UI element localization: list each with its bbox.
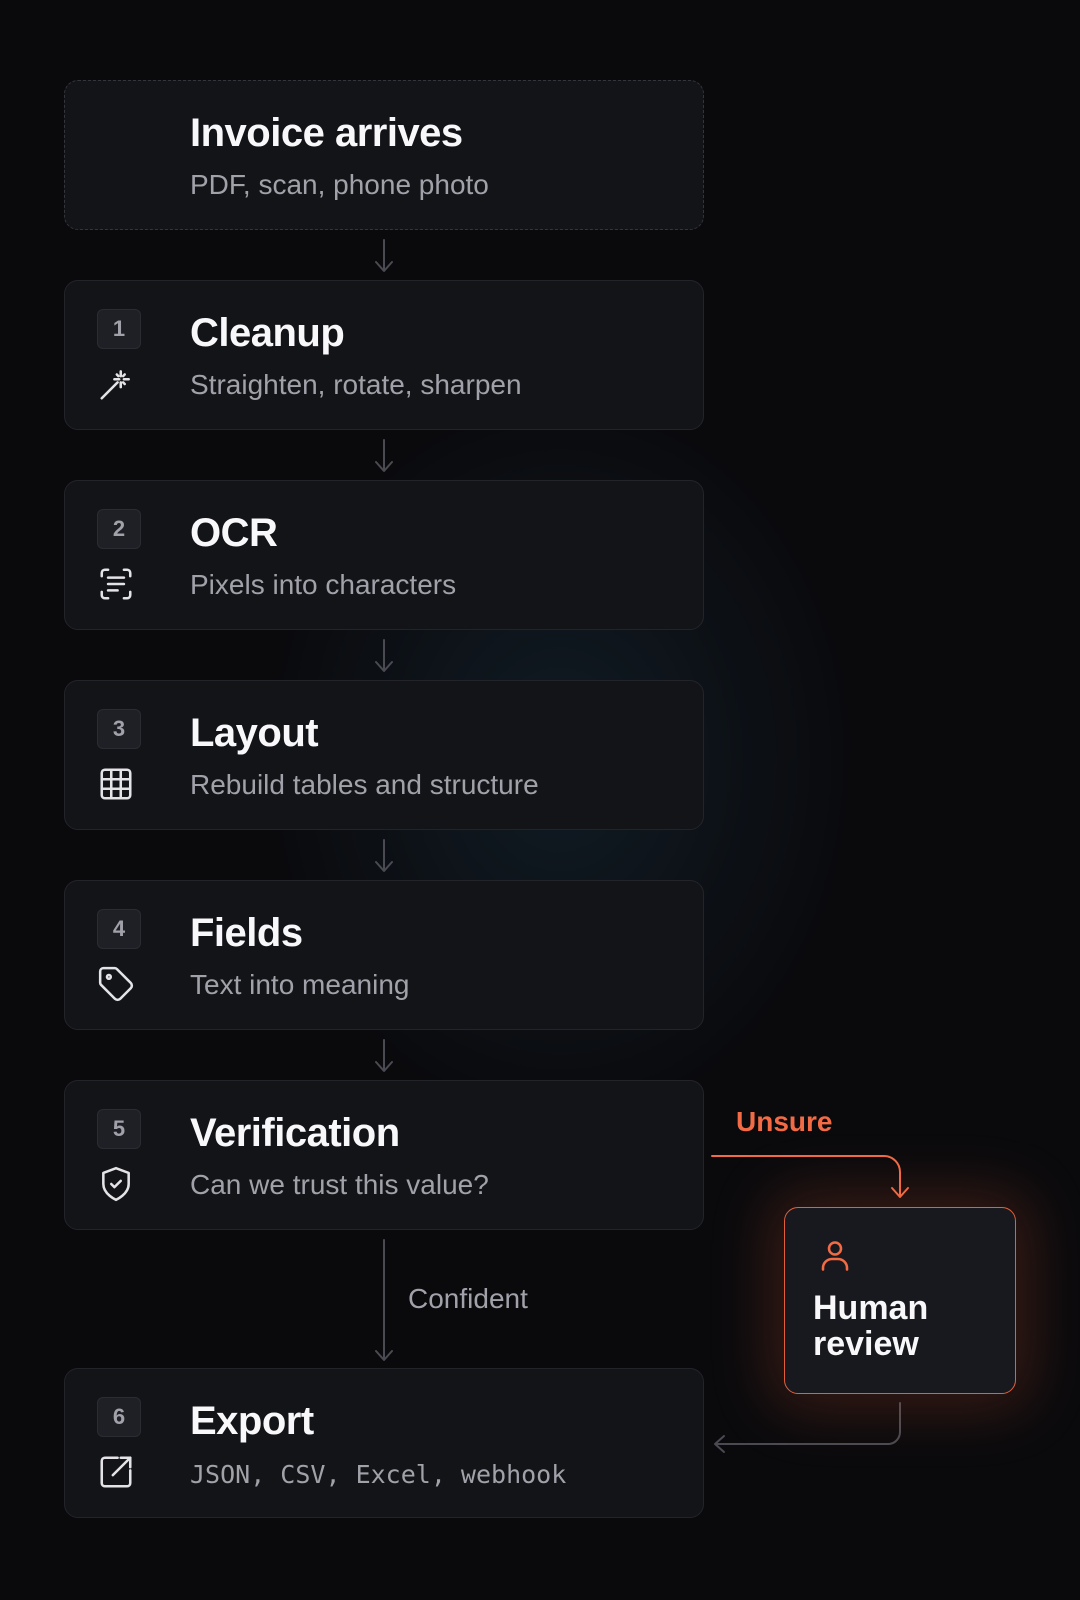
- human-review-title: Human review: [813, 1289, 929, 1363]
- arrow-cleanup-to-ocr: [375, 439, 393, 472]
- step-title: OCR: [190, 511, 278, 555]
- step-number-badge: 1: [97, 309, 141, 349]
- arrow-fields-to-verification: [375, 1039, 393, 1072]
- step-subtitle: Rebuild tables and structure: [190, 769, 539, 800]
- shield-check-icon: [97, 1165, 135, 1203]
- arrow-ocr-to-layout: [375, 639, 393, 672]
- step-number-badge: 2: [97, 509, 141, 549]
- step-subtitle: Straighten, rotate, sharpen: [190, 369, 522, 400]
- tag-icon: [97, 965, 135, 1003]
- grid-table-icon: [97, 765, 135, 803]
- edge-label-confident: Confident: [408, 1283, 528, 1314]
- step-verification: 5 Verification Can we trust this value?: [64, 1080, 704, 1230]
- edge-label-unsure: Unsure: [736, 1106, 833, 1137]
- start-node-title: Invoice arrives: [190, 111, 463, 155]
- step-export: 6 Export JSON, CSV, Excel, webhook: [64, 1368, 704, 1518]
- step-number-badge: 5: [97, 1109, 141, 1149]
- step-fields: 4 Fields Text into meaning: [64, 880, 704, 1030]
- arrow-verification-to-export: [375, 1239, 393, 1361]
- human-review-node: Human review: [784, 1207, 1016, 1394]
- step-number-badge: 3: [97, 709, 141, 749]
- start-node-invoice-arrives: Invoice arrives PDF, scan, phone photo: [64, 80, 704, 230]
- step-layout: 3 Layout Rebuild tables and structure: [64, 680, 704, 830]
- arrow-review-to-export: [714, 1402, 901, 1453]
- step-title: Layout: [190, 711, 319, 755]
- step-title: Fields: [190, 911, 303, 955]
- arrow-start-to-cleanup: [375, 239, 393, 272]
- step-subtitle: Can we trust this value?: [190, 1169, 489, 1200]
- external-link-icon: [97, 1453, 135, 1491]
- user-icon: [817, 1238, 853, 1274]
- arrow-layout-to-fields: [375, 839, 393, 872]
- step-title: Export: [190, 1399, 314, 1443]
- step-cleanup: 1 Cleanup Straighten, rotate, sharpen: [64, 280, 704, 430]
- arrow-verification-to-review: [711, 1155, 909, 1198]
- step-subtitle: JSON, CSV, Excel, webhook: [190, 1460, 567, 1489]
- step-subtitle: Text into meaning: [190, 969, 410, 1000]
- magic-wand-icon: [97, 365, 135, 403]
- scan-text-icon: [97, 565, 135, 603]
- step-title: Verification: [190, 1111, 400, 1155]
- step-title: Cleanup: [190, 311, 345, 355]
- step-number-badge: 4: [97, 909, 141, 949]
- step-ocr: 2 OCR Pixels into characters: [64, 480, 704, 630]
- start-node-subtitle: PDF, scan, phone photo: [190, 169, 489, 200]
- step-number-badge: 6: [97, 1397, 141, 1437]
- step-subtitle: Pixels into characters: [190, 569, 457, 600]
